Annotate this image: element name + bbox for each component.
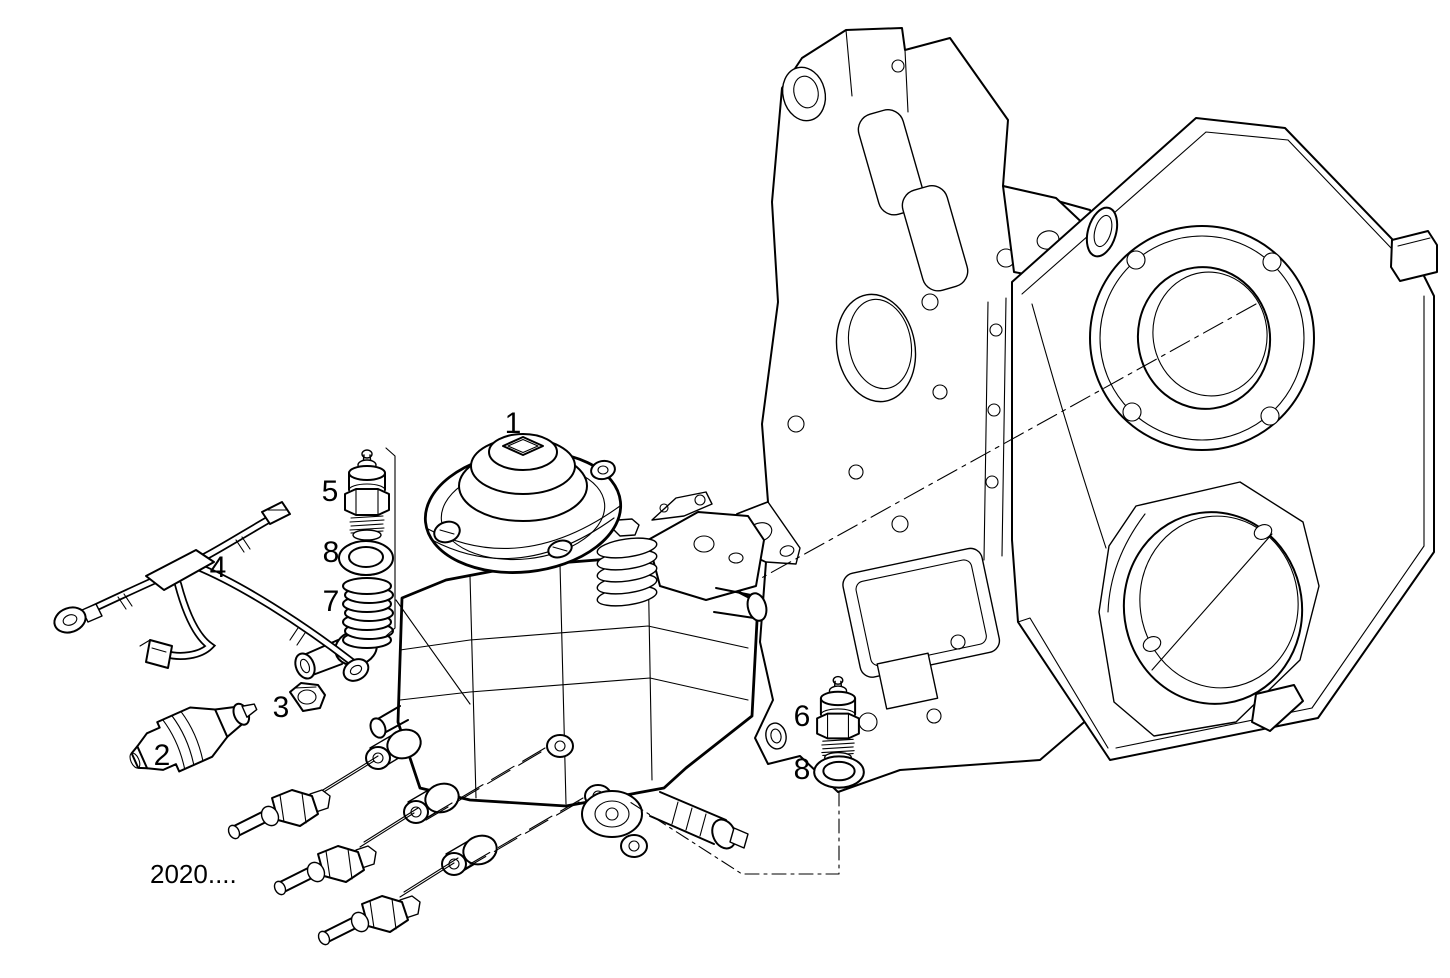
callout-2: 2	[153, 739, 171, 772]
fuel-injection-pump	[292, 434, 770, 875]
callout-1: 1	[504, 407, 522, 440]
pump-delivery-fittings	[366, 725, 647, 875]
callout-8-right: 8	[793, 753, 811, 786]
seal-washer-part8-right	[813, 755, 865, 789]
callout-4: 4	[209, 551, 227, 584]
pump-governor	[596, 492, 764, 609]
cover-center-bore	[1129, 259, 1279, 418]
pump-drive-shaft-end	[745, 591, 770, 623]
housing-back-plate	[735, 28, 1110, 792]
callout-7: 7	[322, 585, 340, 618]
pump-rear-details	[582, 588, 769, 852]
pump-top-plug-socket	[503, 437, 543, 455]
pump-head-dome	[419, 434, 626, 582]
bracket-parts-5-8-7	[386, 448, 395, 636]
pipe-nut-3	[315, 895, 421, 948]
cover-side-tab	[1391, 231, 1437, 281]
harness-sleeve	[146, 550, 214, 590]
solenoid-valve-part2	[121, 683, 267, 788]
pipe-nut-2	[271, 845, 377, 898]
seal-washer-part8-left	[338, 540, 394, 577]
pipe-nut-1	[225, 789, 331, 842]
part-number-label: 2020....	[150, 859, 237, 889]
callout-6: 6	[793, 700, 811, 733]
callout-3: 3	[272, 691, 290, 724]
vent-fitting-part5	[344, 449, 390, 541]
cover-bottom-tab	[1252, 685, 1303, 731]
harness-tip-connector	[262, 502, 290, 524]
wiring-harness	[51, 502, 372, 685]
callout-5: 5	[321, 475, 339, 508]
fuel-pipes	[225, 748, 583, 948]
ring-terminal-left	[51, 603, 89, 636]
cover-lower-opening	[1112, 501, 1315, 716]
spring-part7	[343, 578, 393, 648]
timing-gear-housing	[700, 28, 1437, 792]
leader-lines	[386, 448, 839, 874]
leader-parts-6-8	[630, 792, 839, 874]
callout-8-left: 8	[322, 536, 340, 569]
harness-clip	[146, 640, 172, 668]
hex-nut-part3	[290, 683, 325, 711]
ring-terminal-right	[340, 655, 373, 685]
assembly-centerline	[700, 304, 1256, 612]
timing-gear-cover	[1012, 118, 1437, 760]
